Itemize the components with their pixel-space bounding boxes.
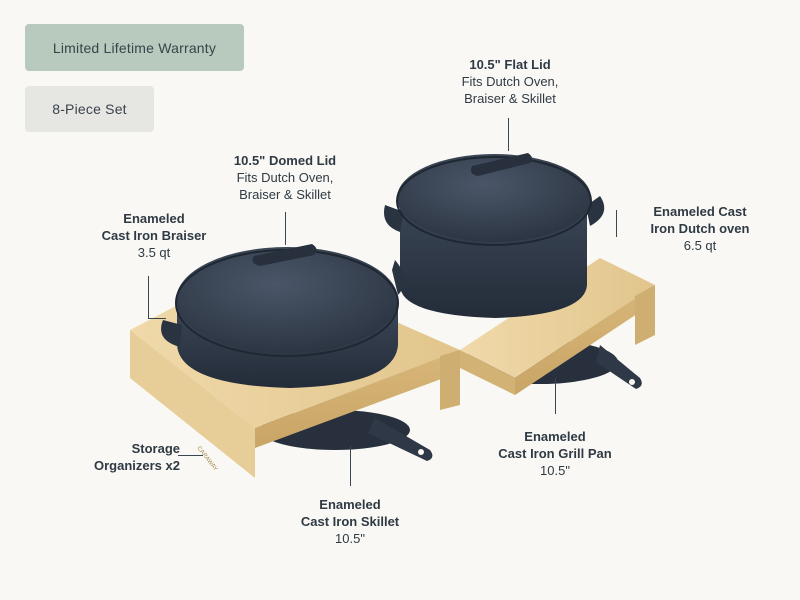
flat-lid-fit-line-1: Fits Dutch Oven,: [461, 74, 559, 89]
dutch-oven-leader: [616, 210, 617, 237]
storage-label: Storage Organizers x2: [50, 440, 180, 474]
flat-lid-leader: [508, 118, 509, 151]
domed-lid-title: 10.5" Domed Lid: [233, 153, 337, 168]
braiser-label: Enameled Cast Iron Braiser 3.5 qt: [84, 210, 224, 261]
grill-pan-label: Enameled Cast Iron Grill Pan 10.5": [470, 428, 640, 479]
braiser-capacity: 3.5 qt: [137, 245, 171, 260]
skillet-title-line-1: Enameled: [319, 497, 381, 512]
braiser-leader-vertical: [148, 276, 149, 319]
domed-lid-leader: [285, 212, 286, 245]
skillet-size: 10.5": [335, 531, 365, 546]
grill-pan-size: 10.5": [540, 463, 570, 478]
storage-organizer-right: [460, 258, 655, 395]
storage-title-line-2: Organizers x2: [94, 458, 180, 473]
piece-set-badge: 8-Piece Set: [25, 86, 154, 132]
skillet-leader: [350, 446, 351, 486]
braiser-leader-horizontal: [148, 318, 166, 319]
storage-title-line-1: Storage: [131, 441, 180, 456]
skillet-label: Enameled Cast Iron Skillet 10.5": [270, 496, 430, 547]
braiser-title-line-1: Enameled: [123, 211, 185, 226]
braiser-title-line-2: Cast Iron Braiser: [101, 228, 207, 243]
flat-lid-label: 10.5" Flat Lid Fits Dutch Oven, Braiser …: [430, 56, 590, 107]
warranty-badge: Limited Lifetime Warranty: [25, 24, 244, 71]
skillet-title-line-2: Cast Iron Skillet: [300, 514, 400, 529]
flat-lid-title: 10.5" Flat Lid: [469, 57, 551, 72]
dutch-oven-label: Enameled Cast Iron Dutch oven 6.5 qt: [630, 203, 770, 254]
domed-lid-label: 10.5" Domed Lid Fits Dutch Oven, Braiser…: [205, 152, 365, 203]
grill-pan-title-line-1: Enameled: [524, 429, 586, 444]
grill-pan-leader: [555, 378, 556, 414]
grill-pan-title-line-2: Cast Iron Grill Pan: [498, 446, 612, 461]
braiser: [161, 244, 405, 388]
domed-lid-fit-line-2: Braiser & Skillet: [239, 187, 331, 202]
brand-mark: CARAWAY: [195, 446, 218, 473]
dutch-oven-capacity: 6.5 qt: [683, 238, 717, 253]
dutch-oven-title-line-1: Enameled Cast: [653, 204, 747, 219]
domed-lid-fit-line-1: Fits Dutch Oven,: [236, 170, 334, 185]
flat-lid-fit-line-2: Braiser & Skillet: [464, 91, 556, 106]
dutch-oven: [384, 153, 605, 318]
dutch-oven-title-line-2: Iron Dutch oven: [650, 221, 750, 236]
storage-leader: [178, 455, 203, 456]
